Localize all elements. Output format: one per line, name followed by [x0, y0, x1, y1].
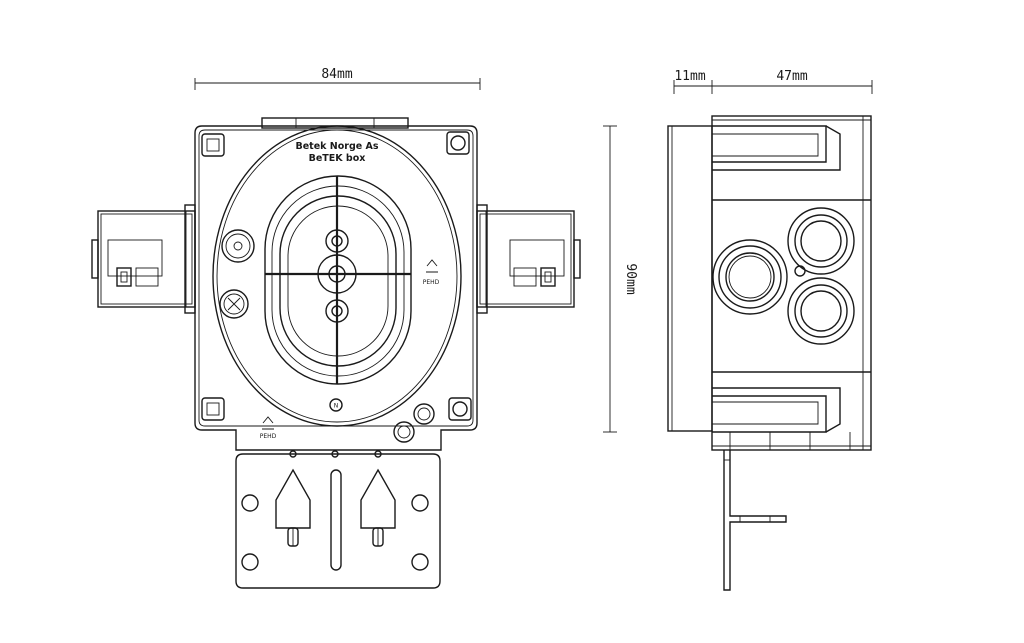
neutral-mark — [329, 398, 343, 412]
corner-hole-bl — [201, 397, 225, 421]
date-wheel-bottom-right — [413, 403, 435, 425]
date-wheel-upper — [221, 229, 255, 263]
date-wheel-bottom-center — [393, 421, 415, 443]
dimension-flange-label: 11mm — [674, 69, 705, 84]
plate-hole-br — [411, 553, 429, 571]
plate-slot — [330, 469, 342, 571]
knockout-lower — [787, 277, 855, 345]
recycle-mark-bottom: PEHD — [260, 416, 277, 440]
dimension-height: 90mm — [603, 125, 638, 433]
side-view — [667, 115, 872, 591]
front-view: Betek Norge As BeTEK box — [91, 117, 581, 589]
knockout-center-dot — [794, 265, 806, 277]
dimension-body-label: 47mm — [776, 69, 807, 84]
dimension-width: 84mm — [194, 67, 481, 90]
date-wheel-lower — [219, 289, 249, 319]
neutral-mark-label: N — [334, 403, 339, 410]
plate-hole-tr — [411, 494, 429, 512]
plate-terminal-right — [360, 450, 396, 547]
boss-bottom — [325, 299, 349, 323]
left-connector — [91, 204, 196, 314]
dimension-height-label: 90mm — [623, 263, 638, 294]
oval-face — [212, 125, 462, 427]
svg-text:PEHD: PEHD — [423, 279, 440, 286]
dimension-width-label: 84mm — [321, 67, 352, 82]
front-body — [194, 125, 478, 451]
knockout-upper — [787, 207, 855, 275]
brand-line-1: Betek Norge As — [295, 141, 378, 152]
dimension-body-depth: 47mm — [712, 69, 873, 94]
boss-top — [325, 229, 349, 253]
right-connector — [476, 204, 581, 314]
top-tab — [261, 117, 409, 129]
mounting-plate — [235, 450, 441, 589]
plate-hole-bl — [241, 553, 259, 571]
side-mounting-leg — [723, 450, 787, 591]
brand-line-2: BeTEK box — [309, 153, 366, 164]
corner-hole-tl — [201, 133, 225, 157]
knockout-large — [712, 239, 788, 315]
plate-hole-tl — [241, 494, 259, 512]
side-bottom-teeth — [729, 432, 851, 450]
side-flange — [667, 125, 713, 432]
corner-hole-br — [448, 397, 472, 421]
svg-text:PEHD: PEHD — [260, 433, 277, 440]
boss-center — [317, 254, 357, 294]
dimension-flange-depth: 11mm — [673, 69, 713, 94]
side-body — [711, 115, 872, 451]
corner-hole-tr — [446, 131, 470, 155]
recycle-mark-right: PEHD — [423, 259, 440, 286]
plate-terminal-left — [275, 450, 311, 547]
